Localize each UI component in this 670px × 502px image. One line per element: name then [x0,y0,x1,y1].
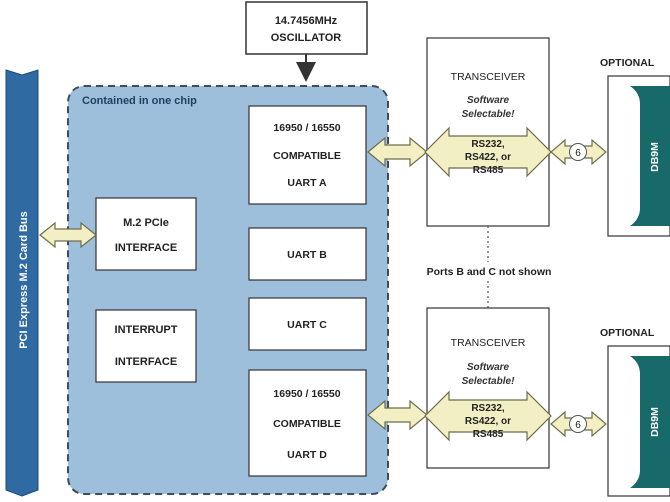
uart-b-box: UART B [248,227,367,281]
transceiver-1-selectable: Selectable! [462,109,515,120]
oscillator-label: OSCILLATOR [271,32,342,44]
transceiver-1-proto3: RS485 [473,165,504,176]
uart-b-label: UART B [287,249,327,261]
uart-a-line1: 16950 / 16550 [273,122,340,134]
uart-a-box: 16950 / 16550 COMPATIBLE UART A [248,105,367,205]
transceiver-2-protocol-arrow [424,390,552,442]
uart-d-line2: COMPATIBLE [273,418,341,430]
connector-1-name: DB9M [649,142,661,172]
interrupt-interface-line1: INTERRUPT [115,324,178,336]
transceiver-2-proto3: RS485 [473,429,504,440]
pcie-interface-line1: M.2 PCIe [123,217,169,229]
chip-label: Contained in one chip [82,95,197,107]
transceiver-2-proto1: RS232, [471,403,505,414]
transceiver-2-software: Software [467,362,510,373]
db9m-connector-1: OPTIONAL DB9M [600,57,670,237]
connector-2-link: 6 [550,410,607,438]
transceiver-1-title: TRANSCEIVER [451,71,526,83]
transceiver-2-title: TRANSCEIVER [451,337,526,349]
transceiver-2-proto2: RS422, or [465,416,511,427]
db9m-connector-2: OPTIONAL DB9M [600,327,670,497]
uart-a-line2: COMPATIBLE [273,150,341,162]
transceiver-2-selectable: Selectable! [462,376,515,387]
pcie-interface-line2: INTERFACE [115,242,177,254]
connector-1-link: 6 [550,138,607,166]
transceiver-1-proto1: RS232, [471,139,505,150]
connector-1-lines: 6 [575,148,581,159]
uart-c-label: UART C [287,319,327,331]
oscillator-box: 14.7456MHz OSCILLATOR [245,1,368,55]
transceiver-1: TRANSCEIVER Software Selectable! RS232, … [424,37,552,227]
pcie-interface-box: M.2 PCIe INTERFACE [95,197,197,271]
transceiver-2: TRANSCEIVER Software Selectable! RS232, … [424,307,552,469]
connector-2-optional: OPTIONAL [600,327,655,339]
pci-express-bus: PCI Express M.2 Card Bus [5,69,39,497]
uart-d-box: 16950 / 16550 COMPATIBLE UART D [248,369,367,477]
transceiver-1-software: Software [467,95,510,106]
ports-note: Ports B and C not shown [427,266,552,278]
uart-d-line1: 16950 / 16550 [273,388,340,400]
connector-2-name: DB9M [649,407,661,437]
transceiver-1-proto2: RS422, or [465,152,511,163]
connector-1-optional: OPTIONAL [600,57,655,69]
bus-label: PCI Express M.2 Card Bus [18,211,30,349]
connector-2-lines: 6 [575,420,581,431]
interrupt-interface-box: INTERRUPT INTERFACE [95,309,197,383]
bus-pcie-arrow [39,221,97,249]
interrupt-interface-line2: INTERFACE [115,356,177,368]
uart-c-box: UART C [248,297,367,351]
uart-a-line3: UART A [287,177,327,189]
uart-d-line3: UART D [287,449,327,461]
oscillator-frequency: 14.7456MHz [275,15,338,27]
